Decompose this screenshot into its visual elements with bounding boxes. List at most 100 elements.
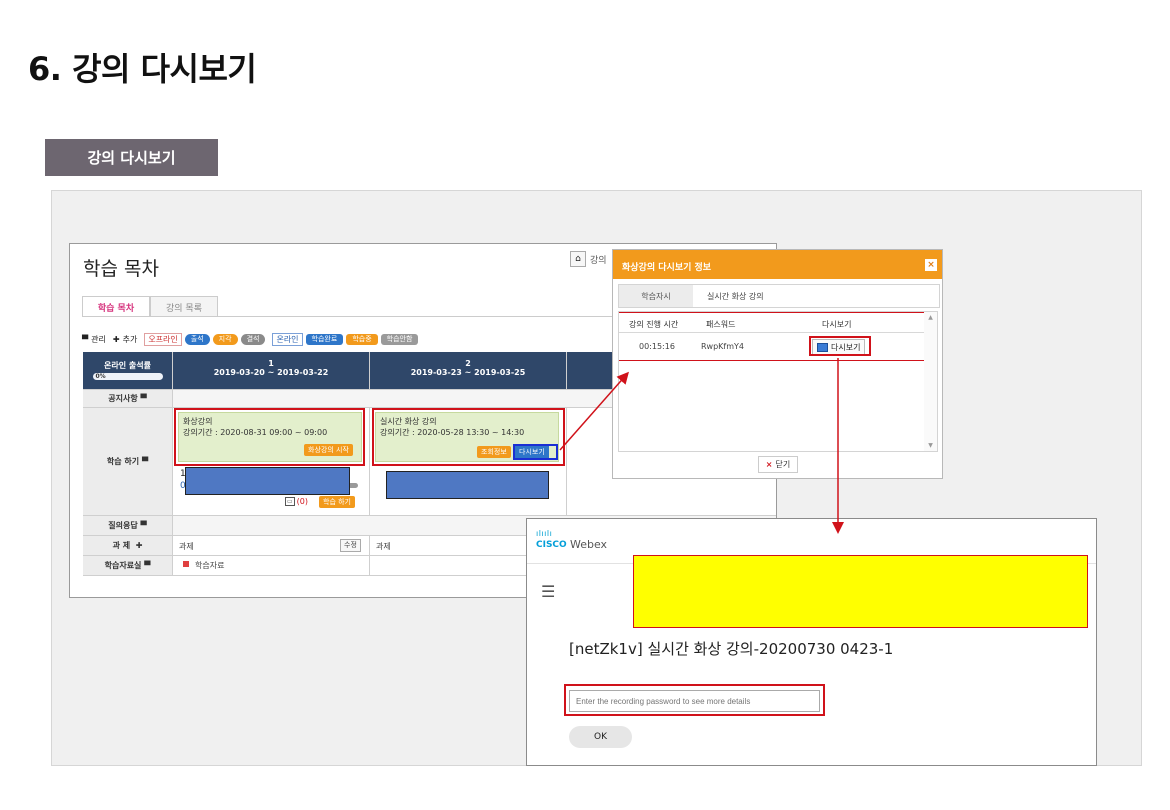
board-icon: ▀	[144, 561, 151, 570]
dialog-scrollbar[interactable]: ▲ ▼	[924, 311, 938, 452]
tab-lecture-list[interactable]: 강의 목록	[150, 296, 218, 317]
annotation-replay-button	[513, 444, 558, 460]
list-top-rule	[619, 312, 925, 313]
attendance-rate-label: 온라인 출석률	[104, 361, 151, 370]
breadcrumb: 강의	[590, 256, 607, 266]
week-2-header: 2 2019-03-23 ~ 2019-03-25	[370, 352, 567, 390]
add-button[interactable]: 추가	[122, 334, 138, 344]
chat-icon: ▭	[285, 497, 295, 506]
attendance-legend: ▀ 관리 ✚ 추가 오프라인 출석 지각 결석 온라인 학습완료 학습중 학습안…	[82, 332, 419, 346]
view-info-button[interactable]: 조회정보	[477, 446, 511, 458]
edit-assignment-button[interactable]: 수정	[340, 539, 361, 552]
assignment-label-2: 과제	[376, 542, 391, 551]
column-duration: 강의 진행 시간	[629, 320, 679, 329]
list-header-rule	[619, 332, 925, 333]
scroll-down-icon[interactable]: ▼	[928, 442, 933, 449]
row-assignment-label: 과 제	[112, 541, 131, 550]
week-2-study-cell: 실시간 화상 강의 강의기간 : 2020-05-28 13:30 ~ 14:3…	[370, 408, 567, 516]
legend-in-progress: 학습중	[346, 333, 378, 345]
legend-attend: 출석	[184, 333, 210, 345]
row-study: 학습 하기 ▀	[83, 408, 173, 516]
scroll-up-icon[interactable]: ▲	[928, 314, 933, 321]
annotation-password-input	[564, 684, 825, 716]
week-1-progress-bar	[348, 483, 358, 488]
row-password: RwpKfmY4	[701, 342, 745, 351]
week-1-live-name: 화상강의	[183, 417, 213, 426]
file-icon	[183, 561, 189, 567]
week-2-live-name: 실시간 화상 강의	[380, 417, 437, 426]
week-2-range: 2019-03-23 ~ 2019-03-25	[410, 368, 526, 377]
replay-button[interactable]: 다시보기	[515, 446, 549, 458]
recording-password-input[interactable]	[569, 690, 820, 712]
section-tab: 강의 다시보기	[45, 139, 218, 176]
board-icon: ▀	[141, 457, 149, 466]
dialog-close-button[interactable]: × 닫기	[758, 456, 798, 473]
list-row-rule	[619, 360, 925, 361]
week-1-item-index-2: 0	[180, 481, 186, 491]
column-replay: 다시보기	[822, 320, 852, 329]
redaction-mask-week-1	[185, 467, 350, 495]
arrow-to-dialog	[559, 371, 629, 451]
annotation-week-1-live	[174, 408, 365, 466]
legend-complete: 학습완료	[305, 333, 344, 345]
materials-link[interactable]: 학습자료	[195, 561, 225, 570]
week-1-assignment-cell: 과제 수정	[173, 536, 370, 556]
replay-info-dialog: 화상강의 다시보기 정보 × 학습자시 실시간 화상 강의 강의 진행 시간 패…	[612, 249, 943, 479]
week-1-item-index: 1	[180, 469, 186, 479]
legend-absent: 결석	[240, 333, 266, 345]
row-assignment: 과 제 ✚	[83, 536, 173, 556]
attendance-rate-bar: 0%	[92, 373, 163, 380]
annotation-replay-link	[809, 336, 871, 356]
week-2-live-period: 강의기간 : 2020-05-28 13:30 ~ 14:30	[380, 428, 525, 437]
webex-recording-window: ılıılı CISCO Webex ☰ [netZk1v] 실시간 화상 강의…	[526, 518, 1097, 766]
close-button-label: 닫기	[775, 460, 791, 469]
row-materials: 학습자료실 ▀	[83, 556, 173, 576]
legend-late: 지각	[212, 333, 238, 345]
close-icon[interactable]: ×	[925, 259, 937, 271]
dialog-title: 화상강의 다시보기 정보	[622, 263, 712, 273]
online-label: 온라인	[272, 332, 303, 346]
row-duration: 00:15:16	[639, 342, 675, 351]
week-1-range: 2019-03-20 ~ 2019-03-22	[213, 368, 329, 377]
dialog-header: 화상강의 다시보기 정보 ×	[613, 250, 942, 279]
attendance-rate-header: 온라인 출석률 0%	[83, 352, 173, 390]
cisco-logo-icon: ılıılı	[536, 529, 553, 538]
plus-icon: ✚	[135, 541, 143, 550]
week-2-number: 2	[465, 359, 471, 368]
legend-not-started: 학습안함	[380, 333, 419, 345]
column-password: 패스워드	[706, 320, 736, 329]
page-heading: 6. 강의 다시보기	[28, 50, 257, 88]
week-1-count-value: (0)	[296, 497, 309, 506]
table-row: 00:15:16 RwpKfmY4 다시보기	[619, 333, 925, 359]
row-qna: 질의응답 ▀	[83, 516, 173, 536]
week-1-number: 1	[268, 359, 274, 368]
redaction-mask-week-2	[386, 471, 549, 499]
tab-learning-index[interactable]: 학습 목차	[82, 296, 150, 317]
board-icon: ▀	[140, 394, 147, 403]
replay-link-label: 다시보기	[831, 342, 861, 352]
plus-icon: ✚	[112, 334, 120, 344]
row-study-label: 학습 하기	[106, 457, 140, 466]
study-button[interactable]: 학습 하기	[319, 496, 355, 508]
ok-button[interactable]: OK	[569, 726, 632, 748]
lecture-subject-value: 실시간 화상 강의	[707, 292, 764, 301]
close-x-icon: ×	[765, 460, 773, 469]
lecture-subject-label: 학습자시	[619, 285, 693, 307]
manage-button[interactable]: 관리	[91, 334, 106, 344]
row-qna-label: 질의응답	[108, 521, 138, 530]
learning-index-window: 학습 목차 ⌂ 강의 학습 목차 강의 목록 ▀ 관리 ✚ 추가 오프라인 출석…	[69, 243, 777, 598]
manage-icon: ▀	[82, 334, 89, 344]
week-1-comment-count: ▭ (0)	[285, 497, 308, 506]
board-icon: ▀	[140, 521, 147, 530]
row-materials-label: 학습자료실	[104, 561, 142, 570]
lecture-subject-row: 학습자시 실시간 화상 강의	[618, 284, 940, 308]
home-icon[interactable]: ⌂	[570, 251, 586, 267]
learning-index-title: 학습 목차	[83, 258, 159, 280]
row-notice-label: 공지사항	[108, 394, 138, 403]
cisco-wordmark: CISCO	[536, 540, 567, 550]
offline-label: 오프라인	[144, 332, 182, 346]
redaction-mask-webex	[633, 555, 1088, 628]
start-live-lecture-button[interactable]: 화상강의 시작	[304, 444, 353, 456]
recording-title: [netZk1v] 실시간 화상 강의-20200730 0423-1	[569, 640, 894, 658]
hamburger-menu-icon[interactable]: ☰	[541, 582, 556, 601]
